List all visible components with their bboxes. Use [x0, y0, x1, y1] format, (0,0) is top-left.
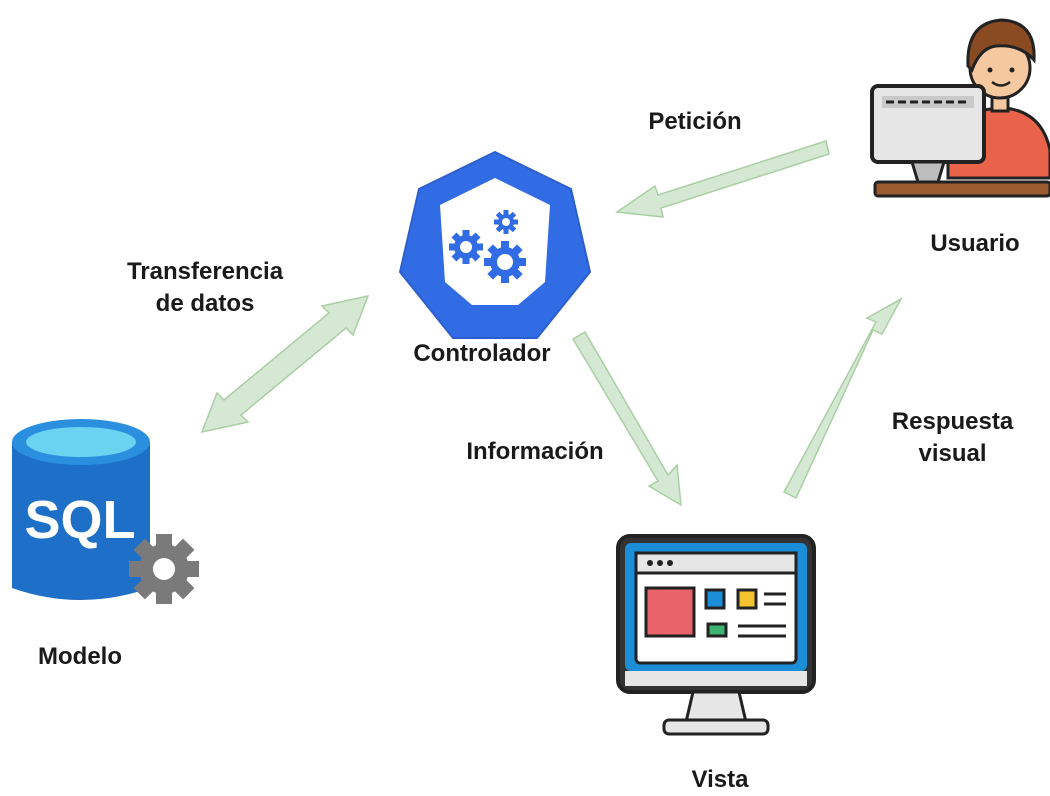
- arrow-peticion: [614, 140, 830, 218]
- user-at-computer-icon: [870, 18, 1050, 198]
- edge-label-informacion: Información: [466, 438, 604, 465]
- edge-label-respuesta: Respuesta visual: [865, 406, 1040, 470]
- arrow-respuesta: [782, 297, 903, 500]
- edge-label-respuesta-line2: visual: [918, 440, 987, 467]
- edge-label-peticion: Petición: [648, 108, 742, 135]
- edge-label-respuesta-line1: Respuesta: [891, 408, 1014, 435]
- monitor-webpage-icon: [616, 534, 816, 736]
- sql-text: SQL: [24, 490, 135, 550]
- sql-database-icon: SQL: [12, 419, 199, 604]
- edge-label-transferencia: Transferencia de datos: [100, 256, 310, 320]
- node-label-modelo: Modelo: [38, 643, 122, 670]
- edge-label-transferencia-line2: de datos: [155, 290, 255, 317]
- node-label-controlador: Controlador: [413, 340, 551, 367]
- edge-label-transferencia-line1: Transferencia: [126, 258, 284, 285]
- arrow-informacion: [571, 330, 682, 507]
- gears-heptagon-icon: [399, 151, 591, 339]
- node-label-usuario: Usuario: [930, 230, 1020, 257]
- arrow-transferencia: [200, 294, 370, 434]
- node-label-vista: Vista: [691, 766, 749, 793]
